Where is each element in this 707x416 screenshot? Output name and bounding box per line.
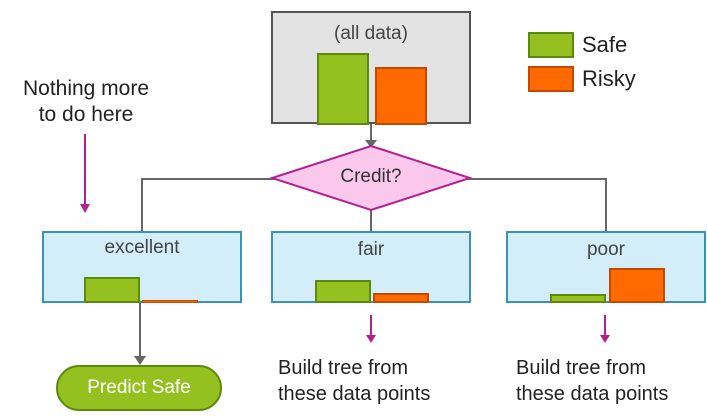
branch-label-fair: fair — [357, 239, 385, 260]
root-node: (all data) — [271, 11, 471, 125]
branch-node-fair: fair — [271, 231, 471, 303]
leaf-arrowhead — [134, 356, 146, 365]
poor-build-text: Build tree from these data points — [516, 357, 669, 405]
branch-line-poor — [605, 178, 607, 232]
root-risky-bar — [375, 67, 427, 125]
poor-build-arrow-line — [604, 315, 606, 337]
branch-node-poor: poor — [506, 231, 706, 303]
decision-label: Credit? — [340, 166, 402, 187]
excellent-safe-bar — [84, 277, 140, 303]
root-node-label: (all data) — [334, 23, 408, 44]
root-arrowhead — [365, 140, 377, 148]
root-safe-bar — [317, 53, 369, 125]
nothing-more-arrowhead — [80, 204, 90, 213]
fair-risky-bar — [373, 293, 429, 303]
decision-diamond — [270, 144, 472, 212]
legend-safe-swatch — [528, 32, 574, 58]
fair-safe-bar — [315, 280, 371, 303]
nothing-more-arrow-line — [84, 134, 86, 206]
leaf-label: Predict Safe — [87, 377, 191, 398]
leaf-predict-safe: Predict Safe — [56, 365, 222, 411]
excellent-to-leaf-line — [139, 302, 141, 358]
legend-risky-swatch — [528, 66, 574, 92]
fair-build-text: Build tree from these data points — [278, 357, 431, 405]
branch-line-fair — [370, 210, 372, 232]
branch-node-excellent: excellent — [42, 231, 242, 303]
branch-line-excellent — [141, 178, 143, 232]
poor-build-arrowhead — [600, 335, 610, 343]
branch-label-excellent: excellent — [104, 237, 180, 258]
fair-build-arrow-line — [370, 315, 372, 337]
excellent-risky-bar — [142, 300, 198, 303]
nothing-more-text: Nothing more to do here — [22, 77, 150, 126]
legend-safe-label: Safe — [582, 32, 628, 57]
poor-risky-bar — [609, 268, 665, 303]
legend-risky-label: Risky — [582, 66, 636, 91]
fair-build-arrowhead — [366, 335, 376, 343]
root-to-decision-line — [370, 124, 372, 144]
poor-safe-bar — [550, 294, 606, 303]
branch-label-poor: poor — [586, 239, 626, 260]
